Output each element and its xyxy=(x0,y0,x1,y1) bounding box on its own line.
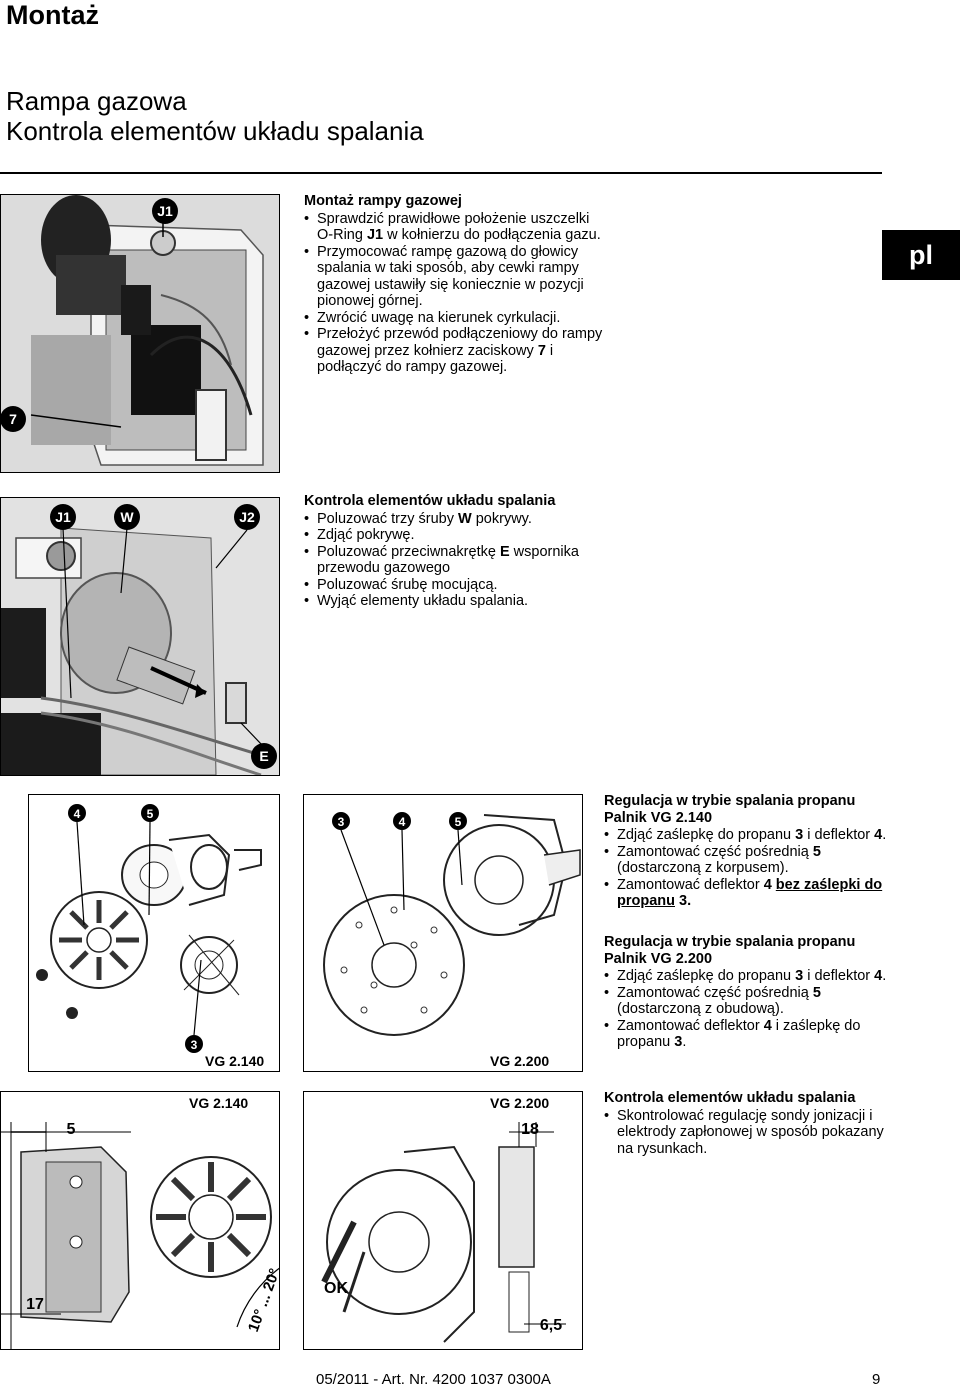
section-heading: Montaż rampy gazowej xyxy=(304,193,462,209)
callout-3: 3 xyxy=(191,1038,198,1052)
figure-vg2200-exploded: 3 4 5 VG 2.200 xyxy=(303,794,583,1072)
callout-j2-marker xyxy=(234,504,260,530)
instruction-list: Poluzować trzy śruby W pokrywy. Zdjąć po… xyxy=(304,511,614,610)
callout-j1: J1 xyxy=(157,203,173,219)
language-tab: pl xyxy=(882,230,960,280)
callout-4: 4 xyxy=(399,815,406,829)
deflector-exploded-200: 3 4 5 VG 2.200 xyxy=(323,812,581,1069)
title-line2: Kontrola elementów układu spalania xyxy=(6,116,424,146)
section-gas-ramp-mounting: Montaż rampy gazowej Sprawdzić prawidłow… xyxy=(304,193,604,376)
callout-e: E xyxy=(259,748,268,764)
figure-caption: VG 2.140 xyxy=(205,1053,264,1069)
callout-7-marker xyxy=(1,406,26,432)
callout-e-marker xyxy=(251,743,277,769)
dimension-17: 17 xyxy=(26,1296,44,1313)
deflector-exploded-140: 4 5 3 VG 2.140 xyxy=(36,804,264,1069)
callout-5: 5 xyxy=(455,815,462,829)
list-item: Przymocować rampę gazową do głowicy spal… xyxy=(304,244,604,310)
list-item: Zamontować deflektor 4 i zaślepkę do pro… xyxy=(604,1018,894,1051)
list-item: Poluzować trzy śruby W pokrywy. xyxy=(304,511,614,528)
callout-w: W xyxy=(120,509,134,525)
list-item: Skontrolować regulację sondy jonizacji i… xyxy=(604,1108,894,1158)
list-item: Zdjąć zaślepkę do propanu 3 i deflektor … xyxy=(604,968,894,985)
figure-caption: VG 2.200 xyxy=(490,1053,549,1069)
figure-vg2200-electrodes: 18 6,5 OK VG 2.200 xyxy=(303,1091,583,1350)
page-title: Rampa gazowa Kontrola elementów układu s… xyxy=(6,86,424,146)
instruction-list: Sprawdzić prawidłowe położenie uszczelki… xyxy=(304,211,604,376)
list-item: Zdjąć pokrywę. xyxy=(304,527,614,544)
instruction-list: Zdjąć zaślepkę do propanu 3 i deflektor … xyxy=(604,827,894,910)
figure-vg2140-exploded: 4 5 3 VG 2.140 xyxy=(28,794,280,1072)
list-item: Poluzować przeciwnakrętkę E wspornika pr… xyxy=(304,544,614,577)
list-item: Zamontować część pośrednią 5 (dostarczon… xyxy=(604,844,894,877)
page-number: 9 xyxy=(872,1371,881,1388)
burner-illustration: J1 7 xyxy=(1,195,279,472)
callout-7: 7 xyxy=(9,411,17,427)
section-electrode-check: Kontrola elementów układu spalania Skont… xyxy=(604,1090,894,1157)
dimension-6-5: 6,5 xyxy=(540,1317,562,1334)
page-header: Montaż xyxy=(6,0,99,30)
callout-j2: J2 xyxy=(239,509,255,525)
instruction-list: Skontrolować regulację sondy jonizacji i… xyxy=(604,1108,894,1158)
section-combustion-check: Kontrola elementów układu spalania Poluz… xyxy=(304,493,614,610)
footer-article-number: 05/2011 - Art. Nr. 4200 1037 0300A xyxy=(316,1371,551,1388)
callout-j1: J1 xyxy=(55,509,71,525)
ok-label: OK xyxy=(324,1280,348,1297)
title-line1: Rampa gazowa xyxy=(6,86,187,116)
list-item: Zdjąć zaślepkę do propanu 3 i deflektor … xyxy=(604,827,894,844)
figure-gas-ramp-mounting: J1 7 xyxy=(0,194,280,473)
figure-caption: VG 2.200 xyxy=(490,1095,549,1111)
callout-3: 3 xyxy=(338,815,345,829)
callout-j1-marker xyxy=(50,504,76,530)
list-item: Wyjąć elementy układu spalania. xyxy=(304,593,614,610)
section-heading: Kontrola elementów układu spalania xyxy=(604,1090,856,1106)
callout-j1-marker xyxy=(152,198,178,224)
combustion-head-illustration: J1 W J2 E xyxy=(1,498,279,775)
instruction-list: Zdjąć zaślepkę do propanu 3 i deflektor … xyxy=(604,968,894,1051)
list-item: Zamontować część pośrednią 5 (dostarczon… xyxy=(604,985,894,1018)
electrode-setting-140: 5 17 10° ... 20° VG 2.140 xyxy=(1,1095,279,1349)
callout-w-marker xyxy=(114,504,140,530)
list-item: Zwrócić uwagę na kierunek cyrkulacji. xyxy=(304,310,604,327)
dimension-18: 18 xyxy=(521,1121,539,1138)
list-item: Sprawdzić prawidłowe położenie uszczelki… xyxy=(304,211,604,244)
figure-combustion-check: J1 W J2 E xyxy=(0,497,280,776)
list-item: Poluzować śrubę mocującą. xyxy=(304,577,614,594)
header-rule xyxy=(0,172,882,174)
figure-vg2140-electrodes: 5 17 10° ... 20° VG 2.140 xyxy=(0,1091,280,1350)
electrode-setting-200: 18 6,5 OK VG 2.200 xyxy=(321,1095,566,1343)
dimension-5: 5 xyxy=(67,1121,76,1138)
section-heading: Kontrola elementów układu spalania xyxy=(304,493,556,509)
figure-caption: VG 2.140 xyxy=(189,1095,248,1111)
callout-5: 5 xyxy=(147,807,154,821)
list-item: Przełożyć przewód podłączeniowy do rampy… xyxy=(304,326,604,376)
callout-4: 4 xyxy=(74,807,81,821)
list-item: Zamontować deflektor 4 bez zaślepki do p… xyxy=(604,877,894,910)
